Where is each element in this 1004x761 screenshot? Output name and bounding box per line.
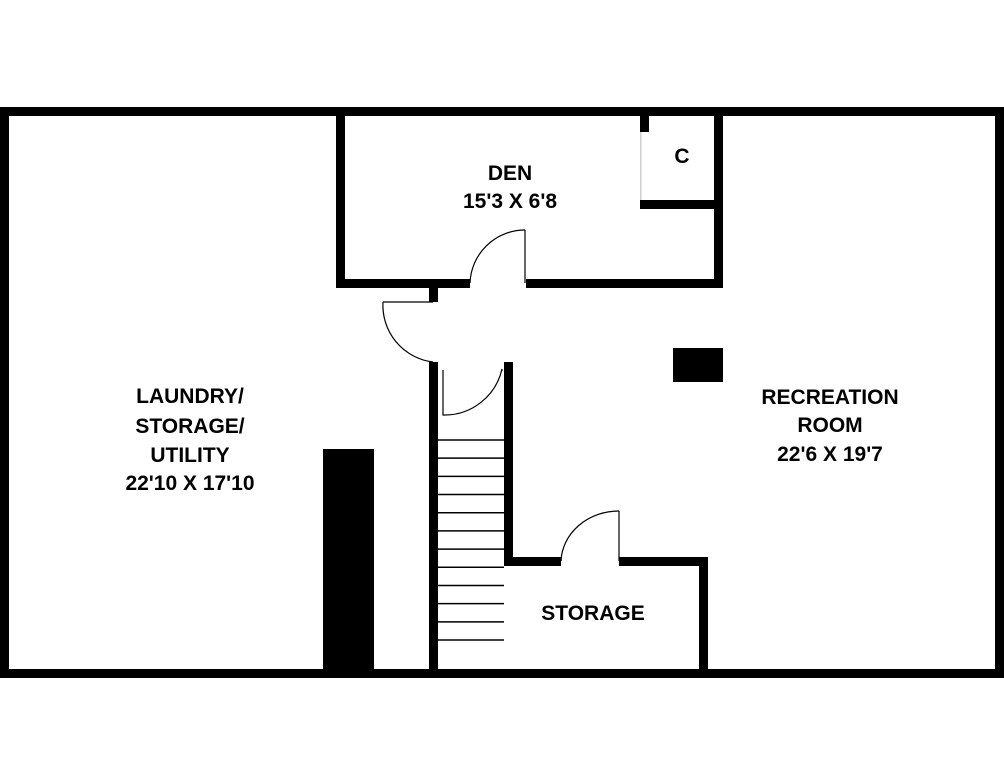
stair-door-swing	[442, 368, 503, 416]
laundry-label-line1: LAUNDRY/	[136, 385, 244, 408]
den-wall-bottom-right	[526, 279, 723, 288]
laundry-label-line3: UTILITY	[150, 444, 229, 467]
recreation-label-line2: ROOM	[797, 414, 862, 437]
staircase	[438, 439, 504, 641]
hall-post	[429, 288, 438, 302]
recreation-dimensions: 22'6 X 19'7	[777, 443, 883, 466]
storage-walls	[504, 557, 708, 672]
hall-door	[382, 301, 434, 363]
storage-wall-top-right	[619, 557, 708, 566]
hall-door-swing	[382, 301, 434, 363]
recreation-label-line1: RECREATION	[761, 386, 898, 409]
den-wall-bottom-left	[336, 279, 470, 288]
den-door	[469, 229, 526, 284]
den-label: DEN 15'3 X 6'8	[463, 162, 557, 213]
den-wall-left	[336, 112, 345, 288]
closet-walls	[640, 112, 723, 209]
recreation-label: RECREATION ROOM 22'6 X 19'7	[761, 386, 898, 466]
den-door-swing	[469, 229, 526, 284]
stair-door	[442, 368, 503, 416]
outer-wall-right	[995, 107, 1004, 678]
laundry-dimensions: 22'10 X 17'10	[125, 472, 254, 495]
closet-wall-top-stub	[640, 112, 649, 132]
laundry-label-line2: STORAGE/	[135, 415, 244, 438]
hall-walls	[429, 288, 513, 672]
den-label-name: DEN	[488, 162, 532, 185]
closet-label: C	[674, 145, 689, 168]
outer-wall-left	[0, 107, 9, 678]
closet-wall-bottom	[640, 200, 723, 209]
stair-wall-left	[429, 362, 438, 672]
chimney-block	[323, 449, 374, 672]
storage-door	[560, 510, 620, 562]
stair-wall-right	[504, 362, 513, 566]
closet-partition-line	[640, 132, 642, 200]
outer-wall-bottom	[0, 669, 1004, 678]
laundry-label: LAUNDRY/ STORAGE/ UTILITY 22'10 X 17'10	[125, 385, 254, 495]
storage-label: STORAGE	[541, 602, 644, 625]
support-column	[673, 348, 723, 382]
storage-wall-right	[699, 557, 708, 672]
storage-door-swing	[560, 510, 620, 562]
outer-wall-top	[0, 107, 1004, 116]
storage-wall-top-left	[504, 557, 561, 566]
den-dimensions: 15'3 X 6'8	[463, 190, 557, 213]
exterior-walls	[0, 107, 1004, 678]
